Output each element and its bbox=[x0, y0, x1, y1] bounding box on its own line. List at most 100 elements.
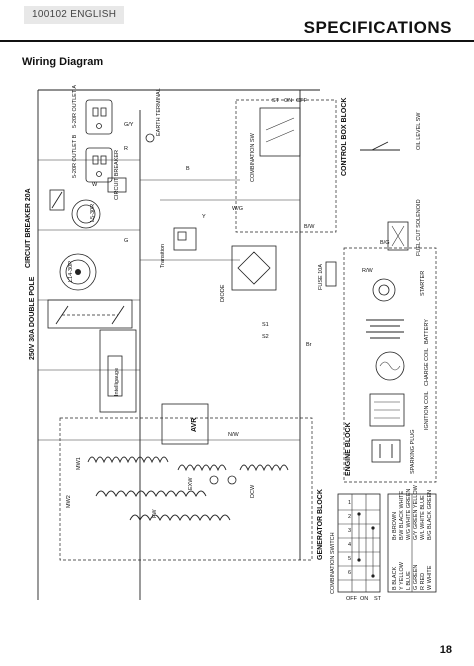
fuse-icon bbox=[325, 261, 337, 287]
generator-block-outline bbox=[59, 417, 313, 561]
frame-wires bbox=[37, 89, 320, 600]
legend-entry: G GREEN bbox=[413, 565, 419, 590]
charge-coil-icon bbox=[375, 351, 405, 381]
wire-code: W bbox=[92, 182, 98, 188]
sparking-plug-icon bbox=[371, 439, 401, 463]
legend-entry: Br BROWN bbox=[392, 512, 398, 540]
intelligauge-icon bbox=[99, 329, 137, 413]
wire-code: G/Y bbox=[124, 122, 134, 128]
outlet-l5-icon bbox=[71, 199, 101, 229]
wire-code: W/G bbox=[232, 206, 243, 212]
table-col-3: 3 bbox=[348, 528, 351, 534]
mw2-label: MW2 bbox=[66, 495, 72, 508]
transition-icon bbox=[173, 227, 197, 251]
page-title: SPECIFICATIONS bbox=[303, 18, 452, 37]
fw-label: FW bbox=[152, 509, 158, 518]
breaker-small-label: CIRCUIT BREAKER bbox=[114, 150, 120, 200]
wire-code: Y bbox=[202, 214, 206, 220]
breaker-switch-icon bbox=[49, 189, 65, 211]
table-col-6: 6 bbox=[348, 570, 351, 576]
mw1-coil bbox=[87, 456, 169, 464]
ignition-coil-label: IGNITION COIL bbox=[424, 391, 430, 430]
outlet-b-label: 5-20R OUTLET B bbox=[72, 134, 78, 178]
engine-block-outline bbox=[343, 247, 437, 483]
exw-label: EXW bbox=[188, 477, 194, 490]
legend-entry: W WHITE bbox=[427, 565, 433, 590]
table-col-1: 1 bbox=[348, 500, 351, 506]
breaker-small-icon bbox=[107, 177, 127, 193]
header-divider bbox=[0, 40, 474, 42]
earth-terminal-label: EARTH TERMINAL bbox=[156, 88, 162, 136]
starter-icon bbox=[372, 278, 396, 302]
fuel-cut-solenoid-icon bbox=[387, 221, 409, 251]
diode-bridge-icon bbox=[231, 245, 277, 291]
outlet-l14-icon bbox=[59, 253, 97, 291]
wire-code: N/W bbox=[228, 432, 240, 438]
mw1-label: MW1 bbox=[76, 457, 82, 470]
control-box-block-label: CONTROL BOX BLOCK bbox=[341, 98, 348, 176]
wire-code: G bbox=[124, 238, 128, 244]
diode-pin-s1: S1 bbox=[262, 322, 269, 328]
legend-entry: Y YELLOW bbox=[399, 561, 405, 590]
sparking-plug-label: SPARKING PLUG bbox=[410, 429, 416, 474]
outlet-b-icon bbox=[85, 147, 113, 183]
legend-entry: W/L WHITE BLUE bbox=[420, 495, 426, 540]
color-legend bbox=[387, 493, 437, 593]
wire-code: R bbox=[124, 146, 128, 152]
diode-label: DIODE bbox=[220, 284, 226, 302]
wire-code: B bbox=[186, 166, 190, 172]
battery-icon bbox=[366, 319, 404, 339]
wire-code: B/W bbox=[304, 224, 315, 230]
table-col-4: 4 bbox=[348, 542, 351, 548]
fuel-cut-label: FUEL CUT SOLENOID bbox=[416, 199, 422, 256]
circuit-breaker-label: CIRCUIT BREAKER 20A bbox=[25, 188, 32, 268]
control-box-outline bbox=[235, 99, 337, 233]
starter-label: STARTER bbox=[420, 271, 426, 296]
fuse-label: FUSE 10A bbox=[318, 264, 324, 290]
sw-pos-off: OFF bbox=[296, 98, 308, 104]
outlet-a-icon bbox=[85, 99, 113, 135]
exw-diode-icon bbox=[209, 475, 219, 485]
earth-terminal-icon bbox=[145, 133, 155, 143]
intelligauge-label: Intelligauge bbox=[114, 368, 120, 396]
dcw-label: DCW bbox=[250, 484, 256, 498]
outlet-l5-label: L5-30R bbox=[90, 204, 96, 222]
wire-code: Br bbox=[306, 342, 312, 348]
fw-coil bbox=[129, 514, 231, 522]
diode-pin-s2: S2 bbox=[262, 334, 269, 340]
legend-entry: L BLUE bbox=[406, 571, 412, 590]
wire-code: B/G bbox=[380, 240, 389, 246]
mw2-coil bbox=[95, 490, 207, 498]
legend-entry: G/Y GREEN YELLOW bbox=[413, 484, 419, 540]
legend-entry: B/G BLACK GREEN bbox=[427, 490, 433, 540]
table-row-off: OFF bbox=[346, 596, 358, 602]
page-number: 18 bbox=[439, 644, 452, 656]
document-code: 100102 ENGLISH bbox=[24, 6, 125, 24]
combination-sw-label: COMBINATION SW bbox=[250, 132, 256, 182]
avr-icon bbox=[161, 403, 209, 445]
section-title: Wiring Diagram bbox=[22, 56, 104, 68]
transition-label: Transition bbox=[160, 244, 166, 268]
double-pole-breaker-icon bbox=[47, 299, 133, 329]
table-col-2: 2 bbox=[348, 514, 351, 520]
battery-label: BATTERY bbox=[424, 319, 430, 344]
legend-entry: R RED bbox=[420, 573, 426, 590]
generator-block-label: GENERATOR BLOCK bbox=[317, 489, 324, 560]
combination-switch-table bbox=[337, 493, 381, 593]
exw-coil bbox=[177, 464, 227, 472]
legend-entry: B/W BLACK WHITE bbox=[399, 490, 405, 540]
avr-label: AVR bbox=[191, 418, 198, 432]
combination-table-title: COMBINATION SWITCH bbox=[330, 532, 336, 594]
dcw-diode-icon bbox=[227, 475, 237, 485]
double-pole-label: 250V 30A DOUBLE POLE bbox=[29, 276, 36, 360]
outlet-a-label: 5-20R OUTLET A bbox=[72, 85, 78, 128]
engine-block-label: ENGINE BLOCK bbox=[345, 422, 352, 476]
combination-switch-icon bbox=[259, 107, 301, 157]
table-row-st: ST bbox=[374, 596, 382, 602]
sw-pos-st: ST bbox=[272, 98, 280, 104]
wire-code: R/W bbox=[362, 268, 374, 274]
oil-level-sw-label: OIL LEVEL SW bbox=[416, 112, 422, 150]
charge-coil-label: CHARGE COIL bbox=[424, 348, 430, 386]
